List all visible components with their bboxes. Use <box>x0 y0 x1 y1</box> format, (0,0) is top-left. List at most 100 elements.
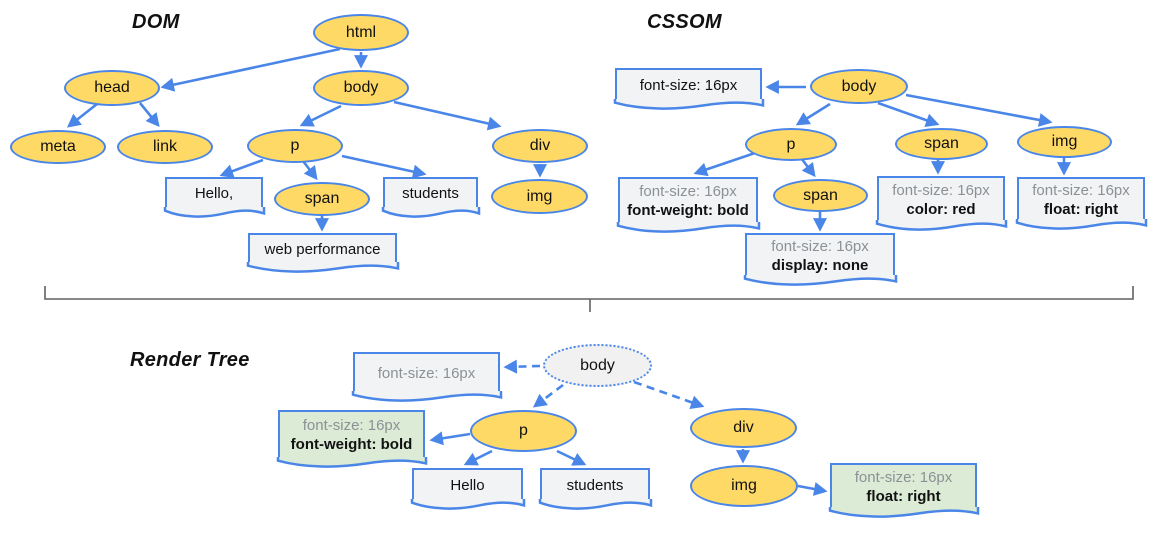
dom-textnode-web-performance-label: web performance <box>264 240 381 258</box>
arrow-cssom-body-span <box>877 101 940 127</box>
dom-textnode-students-label: students <box>402 185 459 202</box>
render-node-body: body <box>543 344 652 387</box>
dom-node-head-label: head <box>94 79 130 96</box>
dom-node-html-label: html <box>345 23 377 41</box>
render-style-box-body: font-size: 16px <box>353 352 500 392</box>
dom-node-head: head <box>64 70 160 106</box>
cssom-node-p-label: p <box>786 135 796 153</box>
render-node-div: div <box>690 408 797 448</box>
render-style-img-line1: font-size: 16px <box>854 468 953 486</box>
arrow-dom-head-meta <box>66 102 98 128</box>
dom-textnode-hello: Hello, <box>165 177 263 208</box>
dom-node-link-label: link <box>152 138 177 155</box>
render-node-p-label: p <box>519 422 528 439</box>
dom-textnode-students: students <box>383 177 478 208</box>
arrow-dom-html-head <box>160 47 341 92</box>
render-node-img-label: img <box>731 477 757 494</box>
wavy-bottom-edge <box>278 457 426 468</box>
arrow-render-p-style <box>429 431 471 446</box>
dom-node-div: div <box>492 129 588 163</box>
wavy-bottom-edge <box>412 499 524 510</box>
arrow-dom-p-hello <box>219 158 264 178</box>
cssom-node-span: span <box>895 128 988 160</box>
arrow-cssom-body-img <box>905 93 1053 127</box>
cssom-node-body: body <box>810 69 908 104</box>
cssom-style-img-line1: font-size: 16px <box>1032 181 1130 199</box>
dom-node-span-label: span <box>304 190 340 207</box>
cssom-node-img-label: img <box>1051 133 1078 150</box>
cssom-style-p-line1: font-size: 16px <box>639 183 737 200</box>
wavy-bottom-edge <box>615 99 763 110</box>
dom-textnode-hello-label: Hello, <box>194 185 234 202</box>
wavy-bottom-edge <box>353 391 501 402</box>
cssom-style-img-line2: float: right <box>1043 200 1119 218</box>
dom-textnode-web-performance: web performance <box>248 233 397 263</box>
render-node-img: img <box>690 465 798 507</box>
dom-node-div-label: div <box>529 137 551 154</box>
cssom-style-box-span-in-p: font-size: 16px display: none <box>745 233 895 276</box>
dom-node-body-label: body <box>343 79 379 96</box>
arrow-cssom-body-p <box>795 102 831 126</box>
arrow-dom-p-students <box>341 154 427 179</box>
arrow-render-img-style <box>797 482 828 496</box>
dom-node-img-label: img <box>526 187 553 205</box>
wavy-bottom-edge <box>877 220 1006 231</box>
arrow-dom-body-p <box>299 104 342 127</box>
arrow-cssom-p-style <box>693 151 756 177</box>
render-style-body-line1: font-size: 16px <box>377 364 476 382</box>
render-style-box-img: font-size: 16px float: right <box>830 463 977 508</box>
cssom-style-span-in-p-line2: display: none <box>771 256 869 274</box>
render-style-p-line1: font-size: 16px <box>302 417 401 434</box>
arrow-render-body-div <box>633 380 705 409</box>
wavy-bottom-edge <box>618 222 759 233</box>
cssom-node-img: img <box>1017 126 1112 158</box>
dom-title: DOM <box>132 11 180 33</box>
cssom-node-span-label: span <box>924 135 959 152</box>
cssom-style-box-img: font-size: 16px float: right <box>1017 177 1145 220</box>
cssom-style-p-line2: font-weight: bold <box>627 202 749 219</box>
dom-node-img: img <box>491 179 588 214</box>
dom-node-html: html <box>313 14 409 51</box>
combine-bracket <box>44 286 1134 312</box>
cssom-node-p: p <box>745 128 837 161</box>
dom-node-meta: meta <box>10 130 106 164</box>
cssom-style-span-in-p-line1: font-size: 16px <box>771 237 869 255</box>
wavy-bottom-edge <box>383 207 479 218</box>
cssom-node-span-in-p-label: span <box>803 186 838 204</box>
arrow-cssom-p-span <box>799 157 816 178</box>
cssom-style-box-body: font-size: 16px <box>615 68 762 100</box>
dom-node-meta-label: meta <box>40 138 76 155</box>
render-node-body-label: body <box>580 356 615 374</box>
arrow-dom-p-span <box>301 160 318 181</box>
cssom-style-box-p: font-size: 16px font-weight: bold <box>618 177 758 223</box>
render-textnode-students: students <box>540 468 650 500</box>
cssom-style-box-span: font-size: 16px color: red <box>877 176 1005 221</box>
dom-node-span: span <box>274 182 370 216</box>
render-textnode-hello-label: Hello <box>450 476 485 494</box>
arrow-render-p-hello <box>463 449 493 466</box>
dom-node-p-label: p <box>290 137 300 154</box>
cssom-style-span-line2: color: red <box>906 200 976 218</box>
dom-node-body: body <box>313 70 409 106</box>
cssom-node-body-label: body <box>841 77 877 95</box>
cssom-title: CSSOM <box>647 11 722 33</box>
render-node-div-label: div <box>733 419 754 436</box>
render-style-box-p: font-size: 16px font-weight: bold <box>278 410 425 458</box>
cssom-style-body-line1: font-size: 16px <box>639 76 738 94</box>
wavy-bottom-edge <box>745 275 896 286</box>
render-textnode-students-label: students <box>566 476 624 494</box>
render-node-p: p <box>470 410 577 452</box>
wavy-bottom-edge <box>540 499 651 510</box>
wavy-bottom-edge <box>165 207 264 218</box>
cssom-style-span-line1: font-size: 16px <box>892 181 990 199</box>
arrow-render-p-students <box>556 449 587 466</box>
dom-node-link: link <box>117 130 213 164</box>
render-tree-title: Render Tree <box>130 349 250 371</box>
dom-node-p: p <box>247 129 343 163</box>
render-style-p-line2: font-weight: bold <box>290 436 413 453</box>
render-style-img-line2: float: right <box>866 487 941 505</box>
arrow-render-body-p <box>532 383 564 408</box>
wavy-bottom-edge <box>248 262 398 273</box>
